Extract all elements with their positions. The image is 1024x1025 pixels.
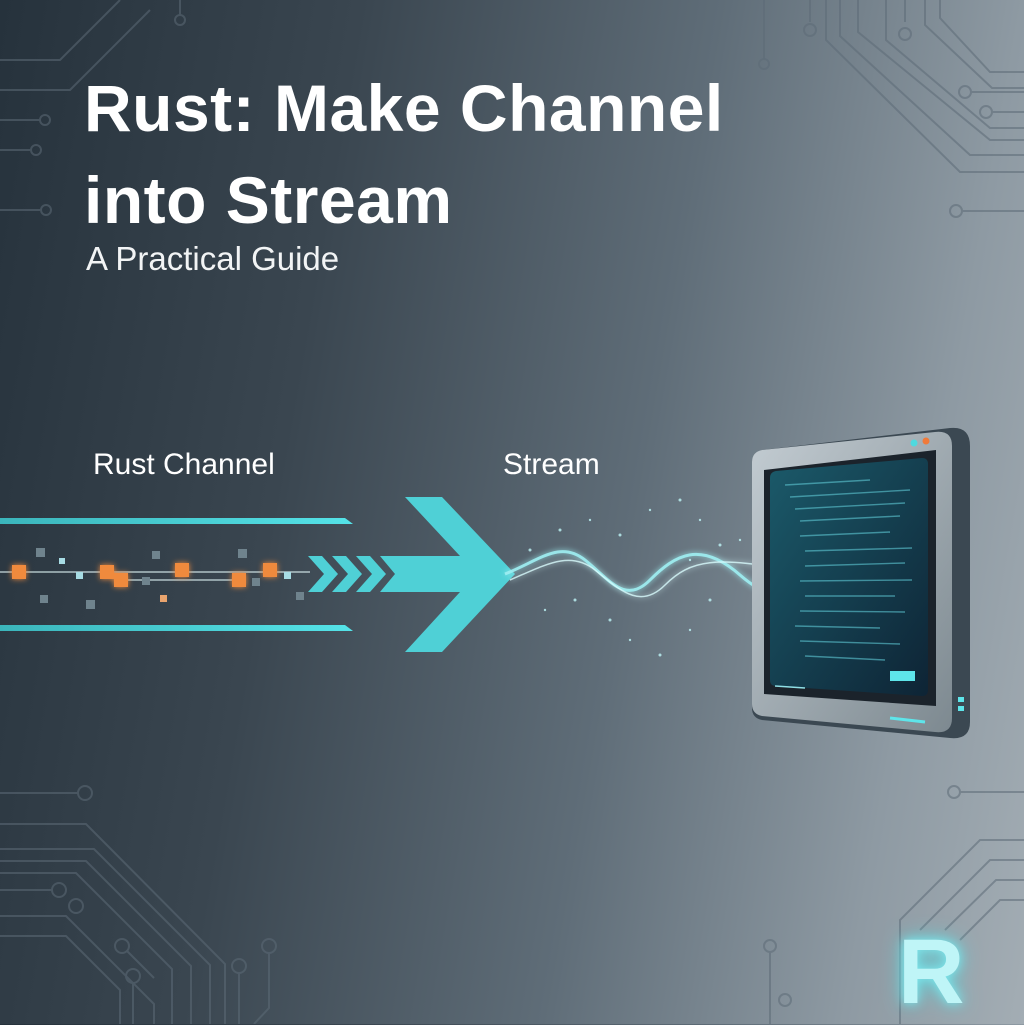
- rust-logo-r: R: [898, 921, 965, 1023]
- subtitle: A Practical Guide: [86, 240, 340, 277]
- title-line-2: into Stream: [84, 163, 453, 237]
- title-line-1: Rust: Make Channel: [84, 71, 724, 145]
- stream-label: Stream: [503, 448, 600, 481]
- channel-messages: [0, 548, 310, 609]
- stream-monitor: [752, 427, 970, 739]
- page-title: Rust: Make Channel into Stream: [84, 62, 724, 246]
- stream-arrow: [308, 497, 515, 652]
- particles: [528, 498, 762, 657]
- rust-channel-label: Rust Channel: [93, 448, 275, 481]
- channel-rails: [0, 518, 353, 631]
